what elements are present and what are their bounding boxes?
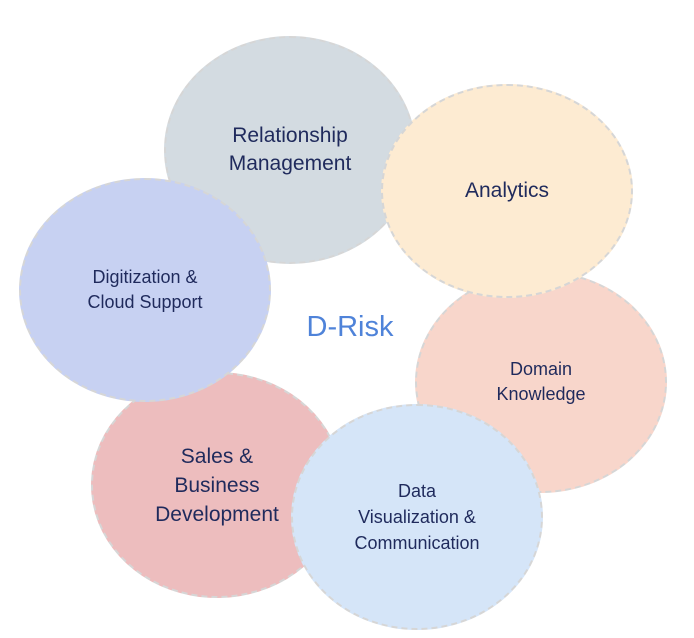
analytics-bubble: Analytics xyxy=(381,84,633,298)
sales-business-development-label: Sales & Business Development xyxy=(155,444,279,526)
data-visualization-communication-bubble: Data Visualization & Communication xyxy=(291,404,543,630)
relationship-management-label: Relationship Management xyxy=(228,124,352,175)
domain-knowledge-label: Domain Knowledge xyxy=(496,359,586,404)
center-title: D-Risk xyxy=(306,310,394,343)
digitization-cloud-support-label: Digitization & Cloud Support xyxy=(87,267,203,312)
data-visualization-communication-label: Data Visualization & Communication xyxy=(354,481,480,553)
digitization-cloud-support-bubble: Digitization & Cloud Support xyxy=(19,178,271,402)
analytics-label: Analytics xyxy=(464,179,550,202)
